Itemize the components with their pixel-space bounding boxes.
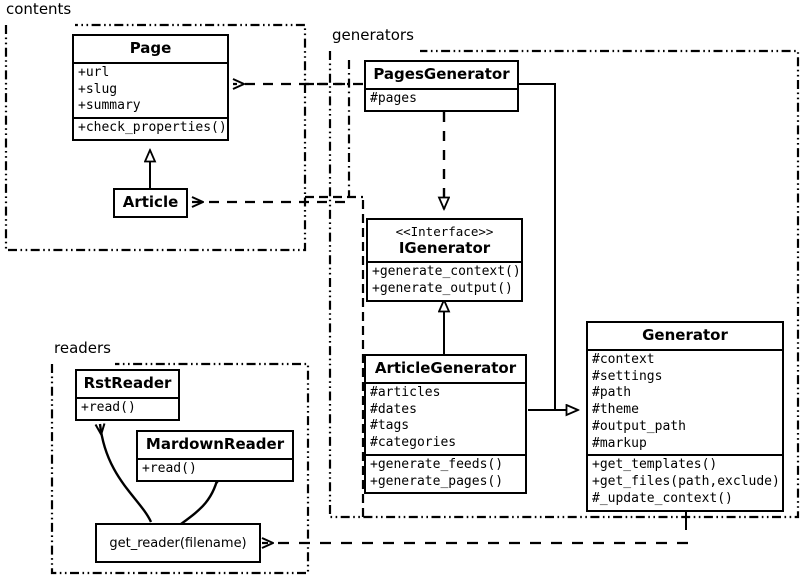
attribute-row: #pages <box>370 90 417 106</box>
class-page-methods: +check_properties() <box>74 117 227 139</box>
class-generator-attributes: #context #settings #path #theme #output_… <box>588 348 782 455</box>
attribute-row: #settings <box>592 368 663 384</box>
attribute-row: #output_path <box>592 418 686 434</box>
attribute-row: #categories <box>370 435 457 451</box>
attribute-row: +summary <box>78 98 141 114</box>
method-row: +generate_feeds() <box>370 456 504 472</box>
attribute-row: #articles <box>370 384 441 400</box>
class-article-title: Article <box>122 193 179 211</box>
class-rstreader-title: RstReader <box>83 374 172 392</box>
attribute-row: +slug <box>78 81 118 97</box>
class-mardownreader-methods: +read() <box>138 457 292 480</box>
method-row: +read() <box>142 460 197 476</box>
method-row: +read() <box>81 399 136 415</box>
package-label-generators: generators <box>330 26 416 44</box>
method-row: #_update_context() <box>592 490 733 506</box>
class-generator-title: Generator <box>642 326 728 344</box>
class-rstreader[interactable]: RstReader +read() <box>75 369 180 421</box>
class-article[interactable]: Article <box>113 188 188 218</box>
class-articlegenerator-attributes: #articles #dates #tags #categories <box>366 381 525 454</box>
function-get-reader[interactable]: get_reader(filename) <box>95 523 261 563</box>
package-label-readers: readers <box>52 339 113 357</box>
attribute-row: #path <box>592 385 632 401</box>
class-igenerator[interactable]: <<Interface>> IGenerator +generate_conte… <box>366 218 523 302</box>
class-mardownreader[interactable]: MardownReader +read() <box>136 430 294 482</box>
method-row: +generate_context() <box>372 264 521 280</box>
package-label-contents: contents <box>4 0 74 18</box>
class-igenerator-stereotype: <<Interface>> <box>395 224 494 239</box>
function-get-reader-label: get_reader(filename) <box>109 535 247 551</box>
method-row: +get_templates() <box>592 457 718 473</box>
method-row: +generate_pages() <box>370 473 504 489</box>
class-articlegenerator[interactable]: ArticleGenerator #articles #dates #tags … <box>364 354 527 495</box>
attribute-row: #markup <box>592 435 647 451</box>
attribute-row: #context <box>592 351 655 367</box>
class-pagesgenerator-attributes: #pages <box>366 87 517 110</box>
method-row: +get_files(path,exclude) <box>592 474 780 490</box>
class-generator[interactable]: Generator #context #settings #path #them… <box>586 321 784 512</box>
class-articlegenerator-title: ArticleGenerator <box>374 359 517 377</box>
class-page-attributes: +url +slug +summary <box>74 61 227 117</box>
class-page-title: Page <box>129 39 172 57</box>
attribute-row: #tags <box>370 418 410 434</box>
class-igenerator-name: IGenerator <box>398 238 491 257</box>
class-mardownreader-title: MardownReader <box>145 435 285 453</box>
class-igenerator-title: <<Interface>> IGenerator <box>368 220 521 261</box>
class-articlegenerator-methods: +generate_feeds() +generate_pages() <box>366 453 525 493</box>
class-pagesgenerator[interactable]: PagesGenerator #pages <box>364 60 519 112</box>
method-row: +generate_output() <box>372 281 513 297</box>
class-generator-methods: +get_templates() +get_files(path,exclude… <box>588 454 782 509</box>
attribute-row: #theme <box>592 402 639 418</box>
method-row: +check_properties() <box>78 120 227 136</box>
package-seam-guides <box>305 60 365 517</box>
class-pagesgenerator-title: PagesGenerator <box>373 65 510 83</box>
attribute-row: #dates <box>370 401 417 417</box>
attribute-row: +url <box>78 64 110 80</box>
class-rstreader-methods: +read() <box>77 396 178 419</box>
class-page[interactable]: Page +url +slug +summary +check_properti… <box>72 34 229 141</box>
class-igenerator-methods: +generate_context() +generate_output() <box>368 261 521 300</box>
